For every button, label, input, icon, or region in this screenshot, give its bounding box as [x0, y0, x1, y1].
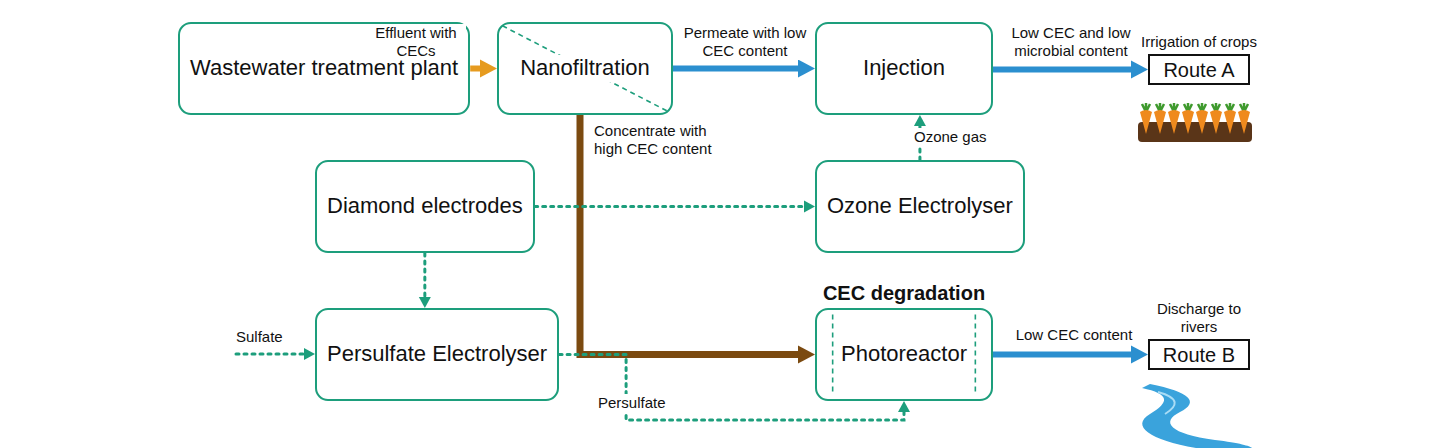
node-text: Photoreactor — [841, 341, 967, 368]
node-text: Injection — [863, 55, 945, 82]
flow-arrow — [993, 346, 1148, 364]
flow-arrow — [470, 60, 497, 78]
edge-label: Low CEC and low microbial content — [1000, 24, 1142, 60]
edge-label: Concentrate with high CEC content — [594, 122, 722, 158]
node-heading: Irrigation of crops — [1139, 33, 1259, 51]
node-text: Nanofiltration — [518, 55, 652, 82]
input-label: Sulfate — [236, 328, 283, 346]
filter-box: Nanofiltration — [497, 22, 673, 115]
arrow-head — [798, 60, 815, 78]
arrow-head — [914, 115, 926, 126]
carrot-field — [1138, 103, 1252, 142]
flow-arrow — [993, 61, 1148, 79]
arrow-head — [798, 346, 815, 364]
arrow-head — [804, 201, 815, 213]
sulfate-feed-arrow — [236, 348, 315, 360]
reactor-box: CEC degradationPhotoreactor — [815, 308, 993, 401]
river — [1142, 384, 1252, 448]
node-text: Persulfate Electrolyser — [327, 341, 547, 368]
connector-line — [470, 66, 480, 72]
connector-line — [993, 352, 1131, 358]
connector-line — [993, 67, 1131, 73]
process-box: Diamond electrodes — [315, 160, 535, 253]
process-box: Injection — [815, 22, 993, 115]
dotted-connector — [535, 201, 815, 213]
edge-label: Low CEC content — [1004, 326, 1144, 344]
node-heading: CEC degradation — [823, 281, 985, 305]
connector-line — [673, 66, 798, 72]
process-box: Ozone Electrolyser — [815, 160, 1025, 253]
connector-line — [580, 115, 798, 355]
route-box: Irrigation of cropsRoute A — [1148, 54, 1250, 85]
edge-label: Ozone gas — [914, 128, 987, 146]
node-heading: Discharge to rivers — [1139, 300, 1259, 336]
node-text: Ozone Electrolyser — [827, 193, 1013, 220]
connector-line — [423, 253, 426, 297]
connector-line — [535, 205, 804, 208]
arrow-head — [480, 60, 497, 78]
node-text: Diamond electrodes — [327, 193, 523, 220]
node-text: Route A — [1163, 59, 1234, 81]
edge-label: Persulfate — [598, 394, 666, 412]
edge-label: Permeate with low CEC content — [677, 24, 813, 60]
flow-arrow — [673, 60, 815, 78]
dotted-connector — [419, 253, 431, 308]
arrow-head — [1131, 61, 1148, 79]
process-box: Persulfate Electrolyser — [315, 308, 559, 401]
arrow-head — [1131, 346, 1148, 364]
route-box: Discharge to riversRoute B — [1148, 339, 1250, 370]
edge-label: Effluent with CECs — [366, 24, 466, 60]
node-text: Route B — [1163, 344, 1235, 366]
arrow-head — [898, 401, 910, 412]
flow-arrow — [580, 115, 815, 364]
arrow-head — [419, 297, 431, 308]
